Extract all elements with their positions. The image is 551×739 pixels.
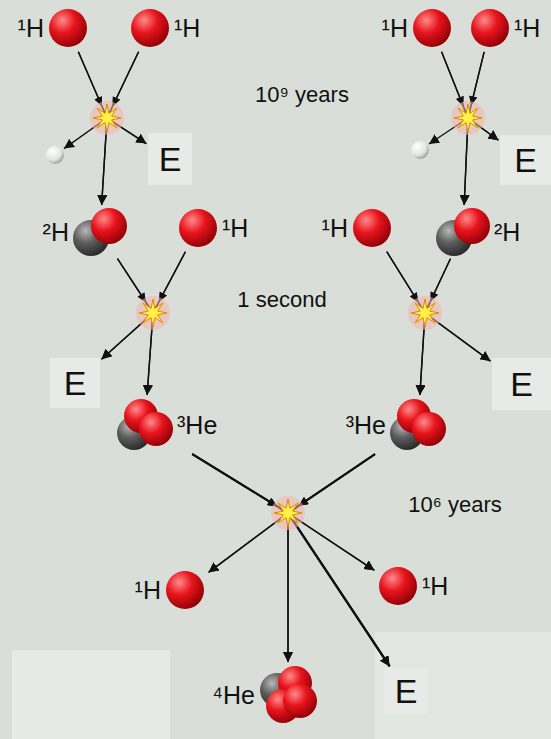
particle-label: ²H: [494, 220, 520, 245]
particle: ³He: [115, 397, 217, 453]
nucleon: [166, 571, 204, 609]
energy-box: E: [50, 358, 100, 408]
particle-label: ³He: [346, 413, 386, 438]
particle: ⁴He: [212, 664, 319, 726]
reaction-arrow: [192, 454, 389, 666]
particle: ¹H: [468, 6, 540, 50]
nucleon: [283, 684, 317, 718]
particle: ¹H: [176, 206, 248, 250]
nucleus-picture: [410, 6, 454, 50]
nucleus-picture: [388, 397, 448, 453]
nucleus-picture: [71, 207, 129, 257]
particle-label: ³He: [177, 413, 217, 438]
particle-label: ¹H: [422, 574, 448, 599]
nucleus-picture: [350, 206, 394, 250]
collision-star: [90, 101, 124, 135]
particle-label: ⁴He: [212, 683, 255, 708]
positron-dot: [46, 146, 64, 164]
blank-panel: [375, 632, 551, 739]
particle-label: E: [64, 366, 87, 400]
particle-label: E: [510, 367, 533, 401]
particle-label: E: [514, 143, 537, 177]
nucleon: [353, 209, 391, 247]
nucleon: [471, 9, 509, 47]
nucleon: [413, 9, 451, 47]
nucleus-picture: [468, 6, 512, 50]
reaction-arrow: [78, 52, 146, 144]
particle: ¹H: [128, 6, 200, 50]
time-label: 10⁶ years: [408, 494, 501, 516]
nucleon: [454, 208, 490, 244]
particle-label: ¹H: [322, 216, 348, 241]
time-label: 10⁹ years: [255, 84, 349, 106]
particle-label: E: [395, 674, 418, 708]
nucleus-picture: [128, 6, 172, 50]
particle: ¹H: [18, 6, 90, 50]
nucleon: [412, 412, 446, 446]
nucleus-picture: [46, 6, 90, 50]
nucleus-picture: [115, 397, 175, 453]
collision-star: [271, 496, 305, 530]
nucleon: [91, 208, 127, 244]
particle-label: ²H: [43, 220, 69, 245]
reaction-arrow: [288, 454, 390, 666]
nucleus-picture: [376, 564, 420, 608]
energy-box: E: [148, 133, 192, 185]
particle: ¹H: [376, 564, 448, 608]
particle-label: ¹H: [222, 216, 248, 241]
particle: ²H: [434, 207, 520, 257]
energy-box: E: [500, 135, 551, 185]
positron-dot: [411, 141, 429, 159]
collision-star: [136, 296, 170, 330]
particle: ¹H: [135, 568, 207, 612]
particle-label: E: [159, 142, 182, 176]
reaction-arrow: [442, 52, 499, 140]
nucleus-picture: [163, 568, 207, 612]
collision-star: [451, 101, 485, 135]
energy-box: E: [384, 668, 428, 714]
particle: ³He: [346, 397, 448, 453]
nucleon: [139, 412, 173, 446]
particle-label: ¹H: [18, 16, 44, 41]
particle-label: ¹H: [514, 16, 540, 41]
collision-star: [408, 296, 442, 330]
particle-label: ¹H: [382, 16, 408, 41]
particle: ¹H: [322, 206, 394, 250]
particle: ¹H: [382, 6, 454, 50]
nucleus-picture: [176, 206, 220, 250]
nucleus-picture: [434, 207, 492, 257]
reaction-arrow: [288, 454, 375, 662]
nucleon: [379, 567, 417, 605]
energy-box: E: [492, 358, 551, 410]
nucleon: [179, 209, 217, 247]
reaction-arrow: [387, 252, 491, 361]
blank-panel: [12, 650, 170, 739]
time-label: 1 second: [237, 289, 326, 311]
reaction-arrow: [192, 454, 288, 662]
particle: ²H: [43, 207, 129, 257]
nucleon: [131, 9, 169, 47]
nucleus-picture: [257, 664, 319, 726]
particle-label: ¹H: [135, 578, 161, 603]
nucleon: [49, 9, 87, 47]
reaction-arrow: [101, 252, 185, 359]
particle-label: ¹H: [174, 16, 200, 41]
